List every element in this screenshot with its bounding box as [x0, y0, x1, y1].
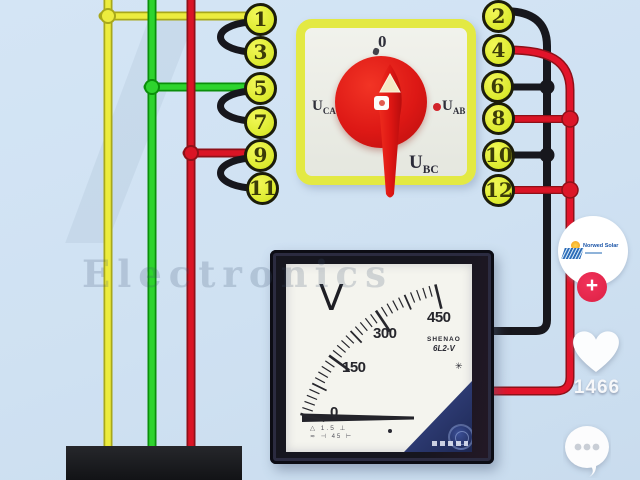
switch-label-uca: UCA	[312, 98, 336, 116]
terminal-7: 7	[244, 106, 277, 139]
switch-position-0-label: 0	[378, 32, 387, 51]
accuracy-markings: △ 1.5 ⊥ ≂ ⊣ 45 ⊢	[310, 425, 354, 441]
junction-dot	[539, 79, 555, 95]
switch-label-ubc: UBC	[409, 152, 439, 176]
star-mark: ✳	[455, 361, 463, 371]
switch-label-uab: UAB	[442, 98, 466, 116]
terminal-8: 8	[482, 102, 515, 135]
terminal-10: 10	[482, 139, 515, 172]
terminal-3: 3	[244, 36, 277, 69]
terminal-6: 6	[481, 70, 514, 103]
scale-450: 450	[427, 309, 451, 326]
meter-plate-text	[432, 441, 468, 446]
scale-0: 0	[330, 404, 338, 421]
voltmeter-face: V 0 150 300 450 SHENAO 6L2-V ✳ △ 1.5 ⊥ ≂…	[286, 264, 472, 452]
dot	[583, 443, 591, 451]
junction-dot	[561, 110, 579, 128]
junction-dot	[183, 145, 199, 161]
comment-bubble-icon[interactable]	[563, 424, 611, 478]
unit-label: V	[319, 278, 344, 319]
avatar-logo-tagline	[585, 252, 602, 254]
black-meter-lead	[482, 7, 555, 335]
dot	[592, 443, 600, 451]
terminal-1: 1	[244, 3, 277, 36]
sun-icon	[571, 241, 580, 250]
phase-b-wire	[143, 0, 251, 460]
phase-a-wire	[98, 0, 251, 460]
junction-dot	[100, 8, 116, 24]
busbar-block	[66, 446, 242, 480]
uab-dot	[433, 103, 441, 111]
meter-needle	[302, 413, 414, 422]
switch-handle	[378, 64, 402, 198]
like-count: 1466	[573, 377, 621, 398]
selector-switch: 0 UCA UAB UBC	[296, 19, 476, 198]
red-meter-lead	[481, 45, 579, 396]
solar-panel-icon	[561, 248, 584, 259]
meter-scale	[300, 284, 443, 423]
avatar-logo-title: Norwed Solar	[583, 243, 619, 249]
terminal-12: 12	[482, 174, 515, 207]
terminal-9: 9	[244, 139, 277, 172]
meter-brand: SHENAO 6L2-V	[427, 336, 461, 354]
like-heart-icon[interactable]	[568, 326, 624, 376]
scale-150: 150	[342, 359, 366, 376]
scale-dot	[388, 429, 392, 433]
follow-button[interactable]: +	[577, 272, 607, 302]
junction-dot	[144, 79, 160, 95]
scale-300: 300	[373, 325, 397, 342]
voltmeter: V 0 150 300 450 SHENAO 6L2-V ✳ △ 1.5 ⊥ ≂…	[270, 250, 494, 464]
knob-center-screw	[374, 96, 389, 110]
phase-c-wire	[182, 0, 251, 460]
junction-dot	[561, 181, 579, 199]
terminal-2: 2	[482, 0, 515, 33]
terminal-4: 4	[482, 34, 515, 67]
position-triangle-marker	[379, 72, 401, 93]
dot	[574, 443, 582, 451]
maker-emblem	[448, 424, 472, 450]
terminal-11: 11	[246, 172, 279, 205]
terminal-5: 5	[244, 72, 277, 105]
junction-dot	[539, 147, 555, 163]
jumper-arcs	[217, 18, 253, 192]
